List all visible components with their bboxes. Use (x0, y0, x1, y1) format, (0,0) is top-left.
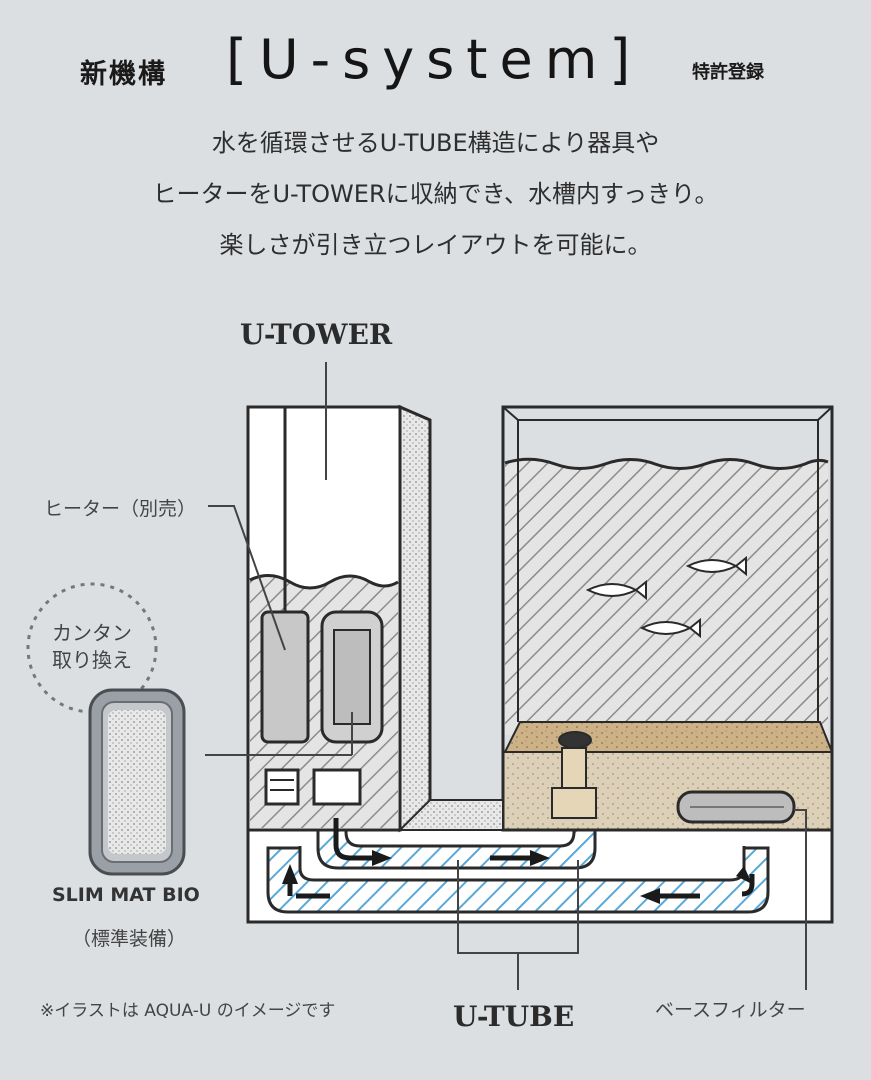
pump-unit (264, 768, 300, 806)
u-tower-label: U-TOWER (240, 318, 393, 351)
description-line-1: 水を循環させるU-TUBE構造により器具や (211, 129, 660, 157)
u-tower (246, 362, 432, 833)
description-line-3: 楽しさが引き立つレイアウトを可能に。 (219, 231, 652, 259)
heater (260, 610, 310, 744)
leader-lines (205, 505, 807, 990)
slim-mat-bio-image (26, 582, 186, 876)
description: 水を循環させるU-TUBE構造により器具や ヒーターをU-TOWERに収納でき、… (0, 118, 871, 271)
flow-arrows (282, 818, 755, 904)
title-prefix: 新機構 (80, 59, 167, 90)
header: 新機構 [U-system] 特許登録 (0, 0, 871, 110)
easy-swap-label: カンタン 取り換え (36, 620, 148, 674)
fish-icon (585, 555, 747, 639)
slim-mat-label: SLIM MAT BIO (52, 884, 200, 906)
page-title: [U-system] (226, 28, 643, 91)
description-line-2: ヒーターをU-TOWERに収納でき、水槽内すっきり。 (152, 180, 719, 208)
base-filter-label: ベースフィルター (655, 999, 806, 1021)
u-tube-label: U-TUBE (453, 1000, 575, 1033)
easy-swap-line-1: カンタン (52, 621, 132, 645)
intake-grate (558, 731, 592, 749)
aquarium-tank (501, 405, 834, 832)
standard-equipment-label: （標準装備） (72, 928, 187, 950)
title-suffix: 特許登録 (692, 62, 764, 83)
easy-swap-line-2: 取り換え (52, 648, 132, 672)
heater-label: ヒーター（別売） (44, 498, 197, 520)
illustration-note: ※イラストは AQUA-U のイメージです (40, 1001, 336, 1021)
